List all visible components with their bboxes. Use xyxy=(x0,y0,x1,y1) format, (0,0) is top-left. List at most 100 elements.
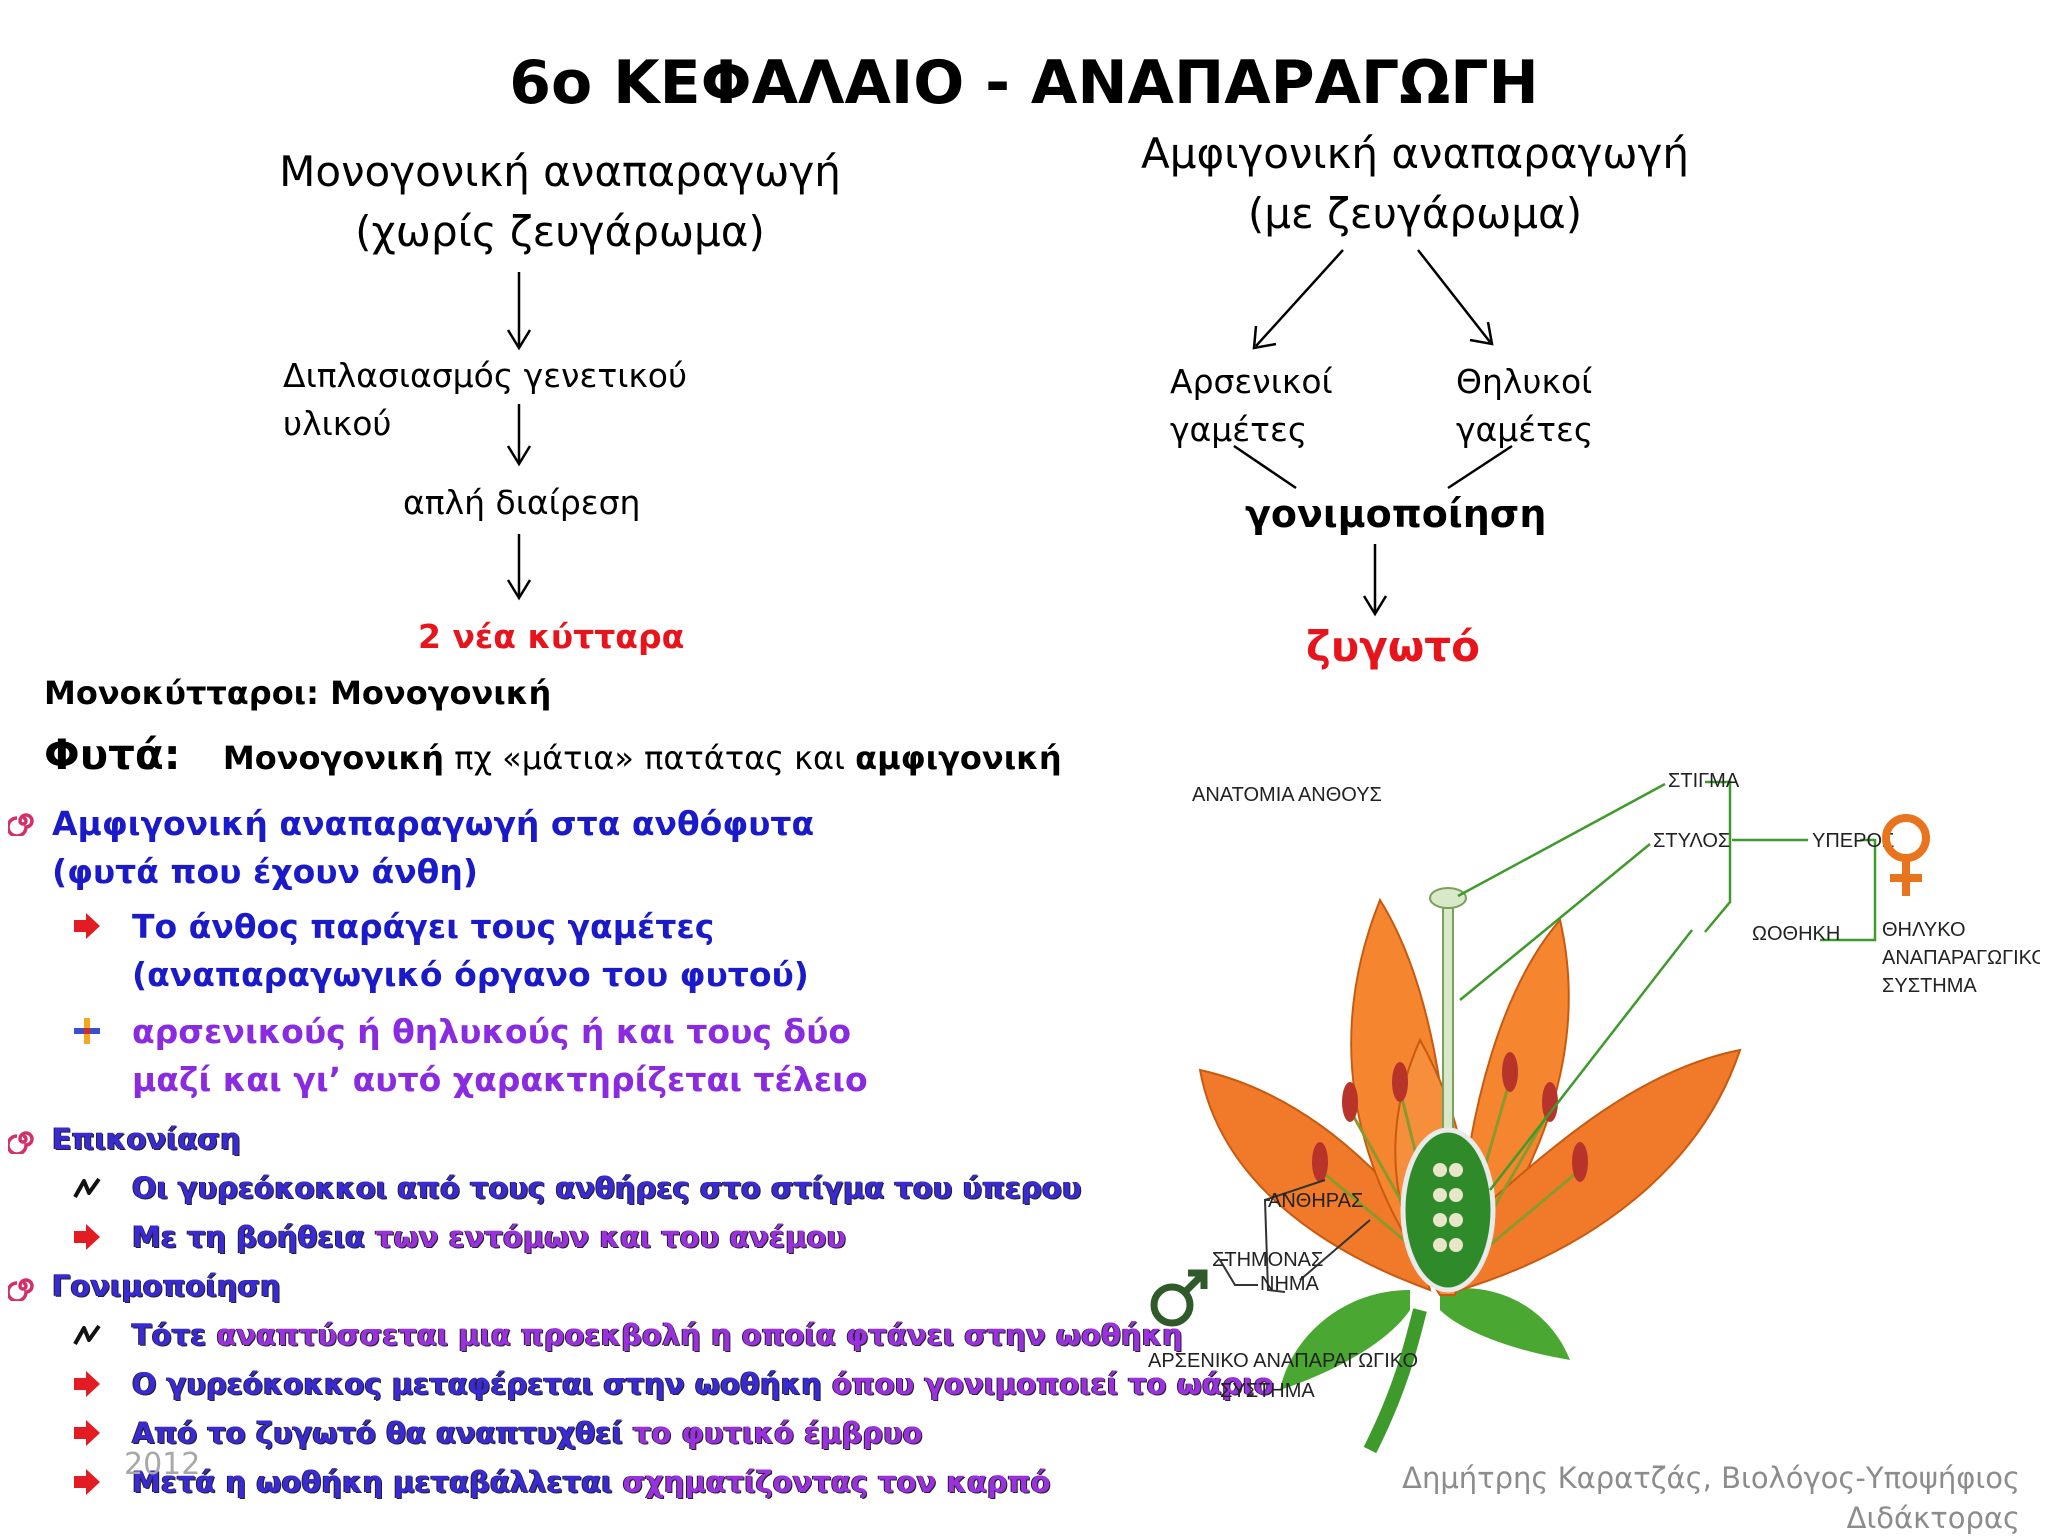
male-pointer-lines xyxy=(1218,1179,1371,1293)
arrow-to-zygote xyxy=(1362,544,1388,617)
stamen-label: ΣΤΗΜΟΝΑΣ xyxy=(1212,1249,1323,1271)
arrow-bullet-icon xyxy=(74,1224,100,1250)
arrow-down-3 xyxy=(506,534,532,601)
unicellular-text: Μονοκύτταροι: Μονογονική xyxy=(44,674,552,712)
bullet-pollen-grains: Οι γυρεόκοκκοι από τους ανθήρες στο στίγ… xyxy=(132,1171,1082,1205)
arrow-down-2 xyxy=(506,404,532,467)
female-system-line3: ΣΥΣΤΗΜΑ xyxy=(1882,975,1977,997)
male-gametes-line1: Αρσενικοί xyxy=(1170,362,1333,401)
footer-year: 2012 xyxy=(124,1447,201,1482)
stem-shape xyxy=(1363,1308,1427,1454)
bullet-pollen-tube: Τότε αναπτύσσεται μια προεκβολή η οποία … xyxy=(132,1318,1183,1352)
cross-bullet-icon xyxy=(74,1018,100,1044)
flower-anatomy-diagram: ΑΝΑΤΟΜΙΑ ΑΝΘΟΥΣ xyxy=(1148,770,2040,1454)
bullet-fertilization: Γονιμοποίηση xyxy=(52,1269,281,1303)
female-gametes-line1: Θηλυκοί xyxy=(1456,362,1593,401)
simple-division-text: απλή διαίρεση xyxy=(403,483,641,522)
sexual-header-line2: (με ζευγάρωμα) xyxy=(1247,189,1583,238)
bullet-male-female: αρσενικούς ή θηλυκούς ή και τους δύο μαζ… xyxy=(132,1008,868,1104)
female-system-line1: ΘΗΛΥΚΟ xyxy=(1882,919,1966,941)
bullet-pollen-to-ovary-part1: Ο γυρεόκοκκος μεταφέρεται στην ωοθήκη xyxy=(132,1367,822,1401)
bullet-sexual-flowering: Αμφιγονική αναπαραγωγή στα ανθόφυτα (φυτ… xyxy=(52,800,814,896)
bullet-male-female-line2: μαζί και γι’ αυτό χαρακτηρίζεται τέλειο xyxy=(132,1060,868,1099)
plants-line: Φυτά: Μονογονική πχ «μάτια» πατάτας και … xyxy=(44,730,1062,779)
sexual-header: Αμφιγονική αναπαραγωγή (με ζευγάρωμα) xyxy=(1100,124,1730,244)
bullet-embryo: Από το ζυγωτό θα αναπτυχθεί το φυτικό έμ… xyxy=(132,1416,923,1450)
plants-label: Φυτά: xyxy=(44,730,181,779)
two-new-cells-text: 2 νέα κύτταρα xyxy=(418,617,685,656)
asexual-header-line1: Μονογονική αναπαραγωγή xyxy=(279,147,841,196)
bullet-insects-wind-part1: Με τη βοήθεια xyxy=(132,1220,365,1254)
spiral-bullet-icon xyxy=(8,813,34,836)
bullet-flower-gametes-line1: Το άνθος παράγει τους γαμέτες xyxy=(132,907,715,946)
bullet-pollen-to-ovary: Ο γυρεόκοκκος μεταφέρεται στην ωοθήκη όπ… xyxy=(132,1367,1274,1401)
bullet-flower-gametes: Το άνθος παράγει τους γαμέτες (αναπαραγω… xyxy=(132,903,809,999)
bullet-flower-gametes-line2: (αναπαραγωγικό όργανο του φυτού) xyxy=(132,955,809,994)
footer-author: Δημήτρης Καρατζάς, Βιολόγος-Υποψήφιος Δι… xyxy=(1402,1461,2020,1535)
arrow-bullet-icon xyxy=(74,913,100,939)
flower-title-label: ΑΝΑΤΟΜΙΑ ΑΝΘΟΥΣ xyxy=(1192,784,1382,806)
male-system-line2: ΣΥΣΤΗΜΑ xyxy=(1220,1380,1315,1402)
squiggle-bullet-icon xyxy=(73,1177,101,1198)
arrow-bullet-icon xyxy=(74,1469,100,1495)
bullet-sexual-flowering-line1: Αμφιγονική αναπαραγωγή στα ανθόφυτα xyxy=(52,804,815,843)
stigma-label: ΣΤΙΓΜΑ xyxy=(1668,770,1740,792)
bullet-insects-wind: Με τη βοήθεια των εντόμων και του ανέμου xyxy=(132,1220,846,1254)
male-system-line1: ΑΡΣΕΝΙΚΟ ΑΝΑΠΑΡΑΓΩΓΙΚΟ xyxy=(1148,1350,1418,1372)
fertilization-text: γονιμοποίηση xyxy=(1245,492,1547,536)
male-gametes-text: Αρσενικοί γαμέτες xyxy=(1170,358,1333,454)
asexual-header: Μονογονική αναπαραγωγή (χωρίς ζευγάρωμα) xyxy=(240,142,880,262)
zygote-text: ζυγωτό xyxy=(1306,622,1480,671)
bullet-pollen-tube-part2: αναπτύσσεται μια προεκβολή η οποία φτάνε… xyxy=(206,1318,1183,1352)
dna-duplication-line2: υλικού xyxy=(283,404,392,443)
female-gametes-text: Θηλυκοί γαμέτες xyxy=(1456,358,1593,454)
bullet-fruit-part1: Μετά η ωοθήκη μεταβάλλεται xyxy=(132,1465,613,1499)
female-system-line2: ΑΝΑΠΑΡΑΓΩΓΙΚΟ xyxy=(1882,947,2040,969)
ovules xyxy=(1433,1163,1463,1252)
female-gametes-line2: γαμέτες xyxy=(1456,410,1594,449)
filament-label: ΝΗΜΑ xyxy=(1260,1273,1320,1295)
asexual-header-line2: (χωρίς ζευγάρωμα) xyxy=(355,207,765,256)
petal-right-shape xyxy=(1458,1048,1742,1292)
bullet-embryo-part2: το φυτικό έμβρυο xyxy=(622,1416,923,1450)
bullet-fruit-part2: σχηματίζοντας τον καρπό xyxy=(612,1465,1051,1499)
ovary-label: ΩΟΘΗΚΗ xyxy=(1752,923,1840,945)
plants-asexual: Μονογονική xyxy=(222,739,445,777)
male-gametes-line2: γαμέτες xyxy=(1170,410,1308,449)
male-symbol-icon xyxy=(1150,1269,1208,1327)
petal-left-shape xyxy=(1198,1068,1432,1292)
flow-arrows xyxy=(506,249,1513,617)
bullet-fruit: Μετά η ωοθήκη μεταβάλλεται σχηματίζοντας… xyxy=(132,1465,1051,1499)
female-symbol-icon xyxy=(1882,814,1930,896)
bullet-pollen-to-ovary-part2: όπου γονιμοποιεί το ωάριο xyxy=(821,1367,1274,1401)
female-pointer-lines xyxy=(1457,780,1877,1191)
arrow-bullet-icon xyxy=(74,1420,100,1446)
arrow-to-male xyxy=(1252,249,1344,350)
sexual-header-line1: Αμφιγονική αναπαραγωγή xyxy=(1141,129,1689,178)
arrow-to-female xyxy=(1417,249,1494,346)
stigma-shape xyxy=(1429,887,1467,909)
anthers xyxy=(1312,1052,1588,1182)
page-title: 6ο ΚΕΦΑΛΑΙΟ - ΑΝΑΠΑΡΑΓΩΓΗ xyxy=(509,48,1539,118)
arrow-down-1 xyxy=(506,272,532,351)
plants-sexual: αμφιγονική xyxy=(855,739,1062,777)
female-to-fertilization-line xyxy=(1447,444,1513,490)
spiral-bullet-icon xyxy=(8,1278,34,1301)
arrow-bullet-icon xyxy=(74,1371,100,1397)
right-leaf-shape xyxy=(1440,1288,1570,1360)
anther-label: ΑΝΘΗΡΑΣ xyxy=(1268,1190,1363,1212)
left-leaf-shape xyxy=(1280,1290,1410,1390)
style-shape xyxy=(1442,899,1454,1161)
bullet-pollination: Επικονίαση xyxy=(52,1122,241,1156)
plants-middle: πχ «μάτια» πατάτας και xyxy=(454,739,845,777)
bullet-male-female-line1: αρσενικούς ή θηλυκούς ή και τους δύο xyxy=(132,1012,852,1051)
bullet-sexual-flowering-line2: (φυτά που έχουν άνθη) xyxy=(52,852,478,891)
bullet-pollen-tube-part1: Τότε xyxy=(132,1318,207,1352)
spiral-bullet-icon xyxy=(8,1131,34,1154)
bullet-embryo-part1: Από το ζυγωτό θα αναπτυχθεί xyxy=(132,1416,623,1450)
dna-duplication-line1: Διπλασιασμός γενετικού xyxy=(283,356,688,395)
pistil-label: ΥΠΕΡΟΣ xyxy=(1812,830,1894,852)
ovary-shape xyxy=(1400,1127,1496,1293)
male-to-fertilization-line xyxy=(1233,444,1297,490)
bullet-insects-wind-part2: των εντόμων και του ανέμου xyxy=(364,1220,847,1254)
